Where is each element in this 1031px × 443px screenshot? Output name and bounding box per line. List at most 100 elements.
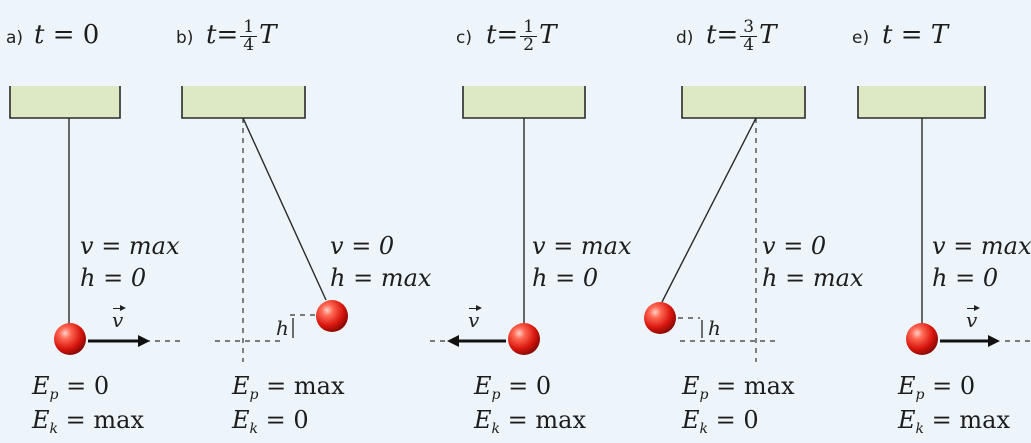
panel-c-height-state: h = 0 <box>532 264 599 292</box>
ep-value: = 0 <box>508 372 552 400</box>
ek-subscript: k <box>249 421 259 437</box>
supports <box>9 86 986 119</box>
panel-e-letter: e) <box>852 28 870 48</box>
fraction-denominator: 2 <box>523 34 535 55</box>
fraction-numerator: 1 <box>240 18 258 37</box>
support-d <box>681 86 806 119</box>
ep-symbol: E <box>898 372 916 400</box>
ep-subscript: p <box>49 387 59 403</box>
ep-subscript: p <box>249 387 259 403</box>
time-eq: = <box>52 20 75 50</box>
ek-symbol: E <box>682 406 700 434</box>
ek-symbol: E <box>474 406 492 434</box>
ep-value: = 0 <box>932 372 976 400</box>
bob-a <box>54 323 86 355</box>
ep-symbol: E <box>32 372 50 400</box>
ep-subscript: p <box>491 387 501 403</box>
panel-d-height-label: h <box>708 316 721 340</box>
panel-e-kinetic-energy: Ek = max <box>898 406 1010 443</box>
velocity-arrowhead-a <box>138 335 150 347</box>
panel-a-velocity-label: v <box>112 305 127 332</box>
panel-b-height-state: h = max <box>330 264 432 292</box>
time-var: t <box>486 20 497 50</box>
ek-value: = max <box>507 406 586 434</box>
time-period: T <box>759 20 777 50</box>
ek-subscript: k <box>49 421 59 437</box>
bob-e <box>906 323 938 355</box>
velocity-arrowhead-c <box>447 335 459 347</box>
panel-e-velocity-label: v <box>966 305 981 332</box>
ep-subscript: p <box>915 387 925 403</box>
time-eq: = <box>900 20 923 50</box>
time-var: t <box>34 20 45 50</box>
ek-value: = 0 <box>715 406 759 434</box>
panel-e-potential-energy: Ep = 0 <box>898 372 975 409</box>
panel-b-kinetic-energy: Ek = 0 <box>232 406 309 443</box>
strings <box>68 117 923 325</box>
string-b <box>242 117 327 301</box>
panel-c-velocity-state: v = max <box>532 232 632 260</box>
time-period: T <box>259 20 277 50</box>
support-c <box>462 86 586 119</box>
panel-b-height-label: h <box>276 316 289 340</box>
ek-value: = max <box>931 406 1010 434</box>
support-b <box>181 86 306 119</box>
time-eq: = <box>216 20 239 50</box>
panel-c-potential-energy: Ep = 0 <box>474 372 551 409</box>
time-var: t <box>206 20 217 50</box>
panel-e-height-state: h = 0 <box>932 264 999 292</box>
ek-subscript: k <box>699 421 709 437</box>
support-e <box>857 86 986 119</box>
panel-a-kinetic-energy: Ek = max <box>32 406 144 443</box>
fraction-denominator: 4 <box>743 34 755 55</box>
panel-b-velocity-state: v = 0 <box>330 232 395 260</box>
panel-c-letter: c) <box>456 28 472 48</box>
ep-symbol: E <box>474 372 492 400</box>
panel-c-kinetic-energy: Ek = max <box>474 406 586 443</box>
bob-d <box>644 302 676 334</box>
fraction-denominator: 4 <box>243 34 255 55</box>
panel-b-potential-energy: Ep = max <box>232 372 344 409</box>
velocity-arrowhead-e <box>988 335 1000 347</box>
bob-c <box>508 323 540 355</box>
ep-value: = max <box>716 372 795 400</box>
panel-c-velocity-label: v <box>468 305 483 332</box>
ek-value: = 0 <box>265 406 309 434</box>
panel-d-potential-energy: Ep = max <box>682 372 794 409</box>
bobs <box>54 300 938 355</box>
height-markers <box>292 318 703 338</box>
string-d <box>661 117 757 303</box>
time-period: T <box>930 20 949 50</box>
ep-subscript: p <box>699 387 709 403</box>
ep-symbol: E <box>232 372 250 400</box>
time-value: 0 <box>82 20 100 50</box>
ek-symbol: E <box>898 406 916 434</box>
fraction-numerator: 3 <box>740 18 758 37</box>
panel-d-kinetic-energy: Ek = 0 <box>682 406 759 443</box>
ek-value: = max <box>65 406 144 434</box>
panel-d-height-state: h = max <box>762 264 864 292</box>
ep-value: = max <box>266 372 345 400</box>
time-var: t <box>882 20 893 50</box>
support-a <box>9 86 121 119</box>
ek-symbol: E <box>232 406 250 434</box>
time-eq: = <box>496 20 519 50</box>
panel-a-time: t = 0 <box>34 18 99 52</box>
bob-b <box>316 300 348 332</box>
ep-symbol: E <box>682 372 700 400</box>
velocity-arrows <box>88 335 1000 347</box>
ek-subscript: k <box>915 421 925 437</box>
panel-e-velocity-state: v = max <box>932 232 1031 260</box>
panel-a-letter: a) <box>6 28 24 48</box>
ek-subscript: k <box>491 421 501 437</box>
panel-a-velocity-state: v = max <box>80 232 180 260</box>
panel-d-letter: d) <box>676 28 694 48</box>
panel-a-potential-energy: Ep = 0 <box>32 372 109 409</box>
time-eq: = <box>716 20 739 50</box>
